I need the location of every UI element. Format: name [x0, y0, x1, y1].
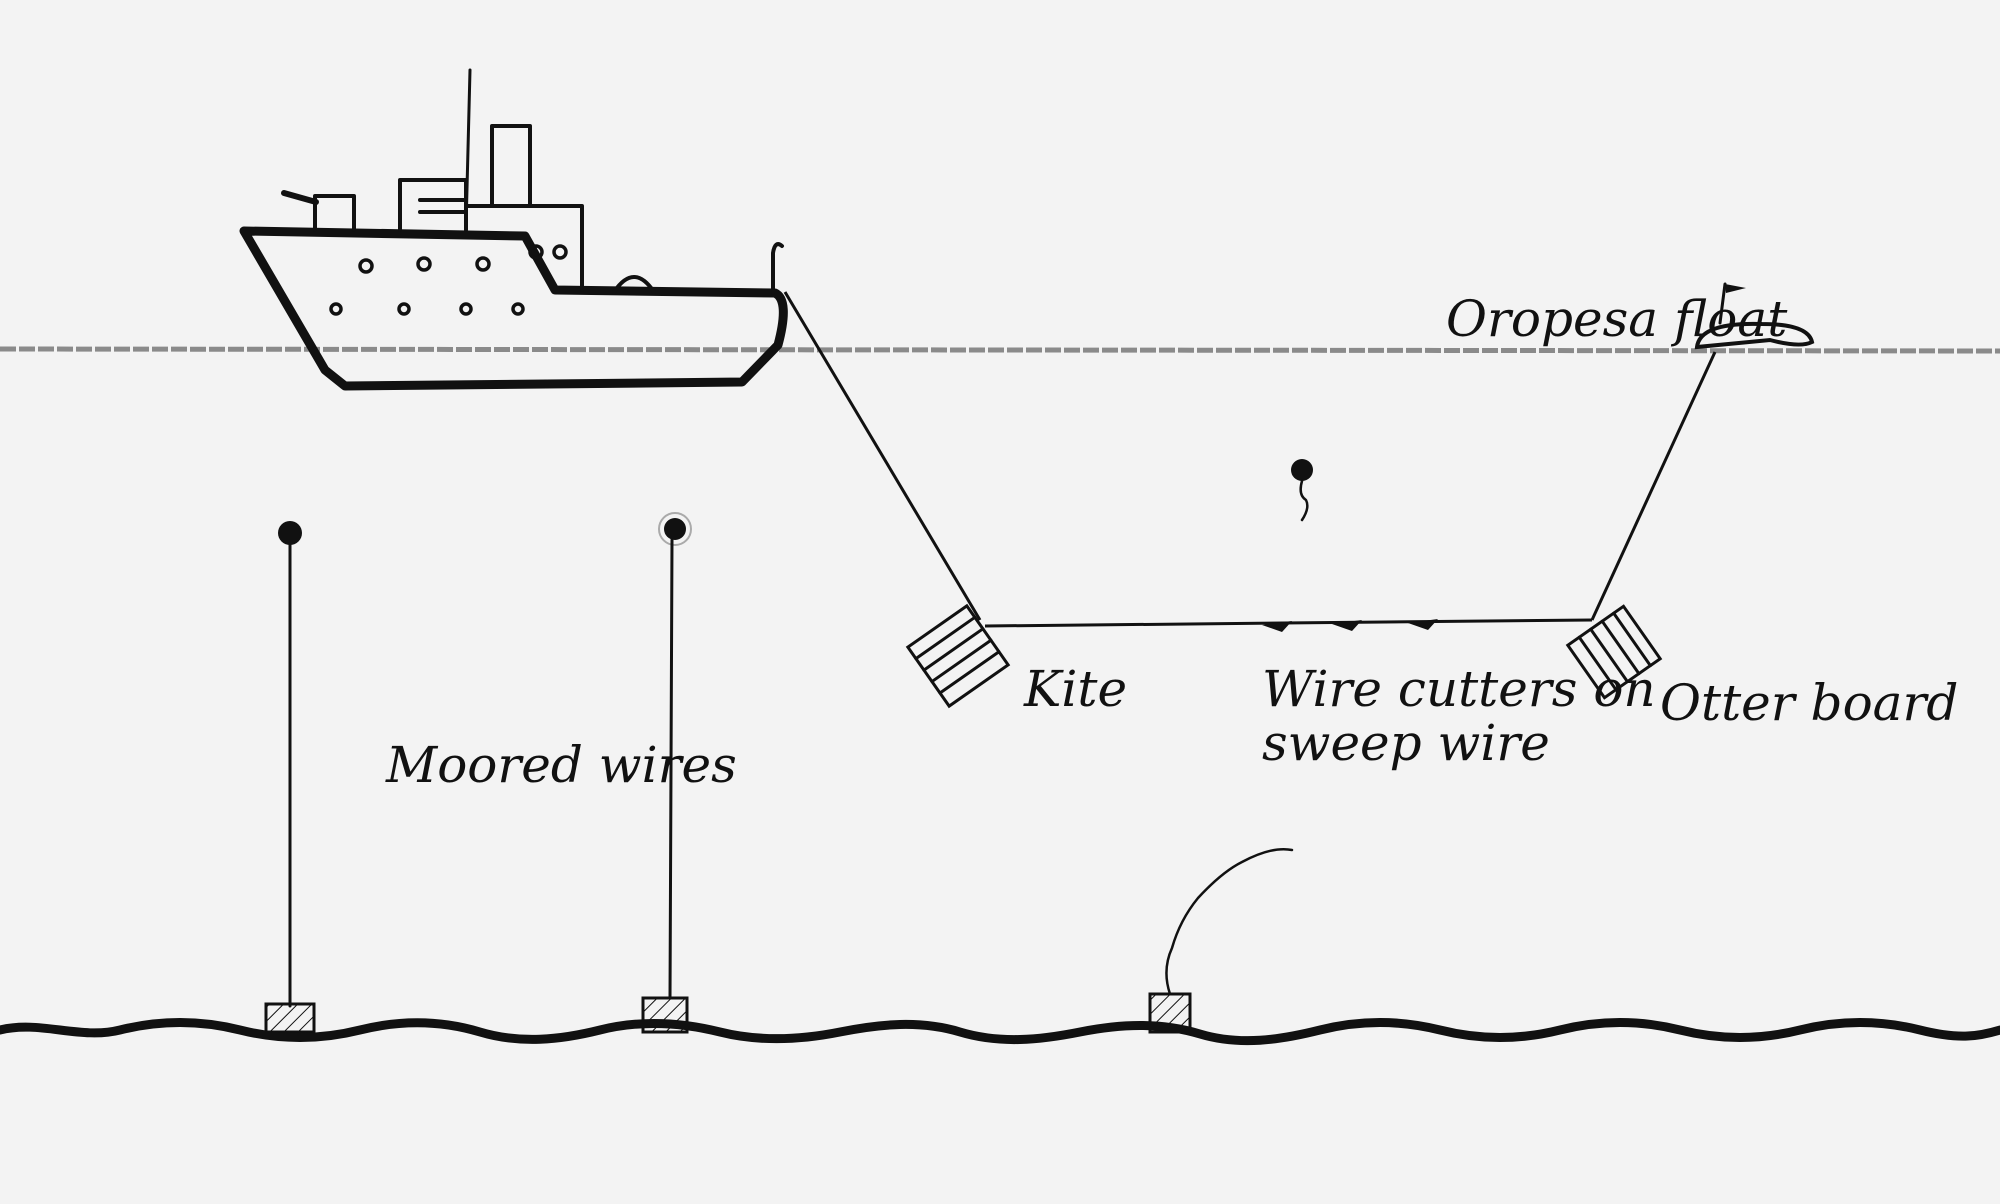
wire-cutters	[1262, 619, 1438, 632]
cut-mine	[1291, 459, 1313, 522]
moored-wires-label: Moored wires	[386, 736, 737, 794]
otter-board-label: Otter board	[1660, 674, 1959, 732]
wire-cutters-label-line-1: Wire cutters on	[1262, 660, 1656, 718]
wire-cutters-label-line-2: sweep wire	[1262, 714, 1550, 772]
kite	[905, 603, 1011, 709]
otter-board	[1565, 604, 1663, 700]
water-surface	[0, 346, 2000, 354]
wire-cutters-label: Wire cutters on sweep wire	[1262, 662, 1656, 770]
kite-label: Kite	[1024, 660, 1128, 718]
sea-bed	[0, 1018, 2000, 1046]
oropesa-float-label: Oropesa float	[1446, 290, 1788, 348]
cut-mine-anchor	[1148, 848, 1294, 1034]
minesweeper-ship	[239, 68, 788, 391]
oropesa-float	[1694, 282, 1815, 350]
moored-mine-1	[264, 521, 316, 1034]
